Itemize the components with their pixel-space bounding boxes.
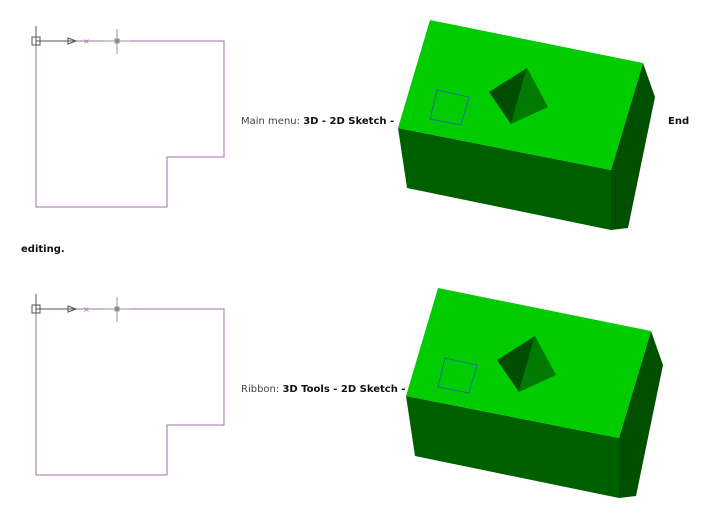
main-menu-instruction: Main menu: 3D - 2D Sketch - xyxy=(241,116,394,127)
svg-text:×: × xyxy=(83,37,90,46)
editing-text: editing. xyxy=(21,244,65,255)
box-model-1 xyxy=(398,20,655,230)
crosshair-cursor-icon xyxy=(104,29,130,54)
crosshair-cursor-icon xyxy=(104,297,130,322)
coordinate-axes-icon: × xyxy=(31,294,90,314)
ribbon-label: Ribbon: xyxy=(241,384,280,395)
svg-text:×: × xyxy=(83,305,90,314)
sketch-1: × xyxy=(31,26,225,208)
main-menu-label: Main menu: xyxy=(241,116,300,127)
sketch-2: × xyxy=(31,294,225,476)
end-command: End xyxy=(668,116,690,127)
ribbon-instruction: Ribbon: 3D Tools - 2D Sketch - xyxy=(241,384,405,395)
ribbon-path: 3D Tools - 2D Sketch - xyxy=(282,384,406,395)
box-model-2 xyxy=(406,288,663,498)
main-menu-path: 3D - 2D Sketch - xyxy=(303,116,395,127)
coordinate-axes-icon: × xyxy=(31,26,90,46)
